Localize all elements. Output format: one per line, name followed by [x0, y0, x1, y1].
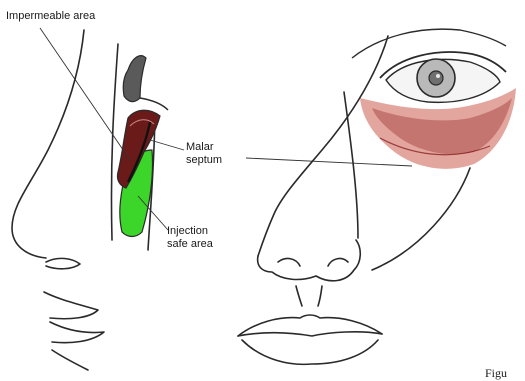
malar-leader-line-left	[150, 140, 184, 150]
frontal-pupil	[429, 71, 443, 85]
frontal-lower-lip	[242, 340, 378, 364]
frontal-cheek-line	[372, 168, 470, 270]
profile-lower-lip	[50, 322, 104, 343]
profile-lash-line	[140, 98, 168, 110]
profile-eyelid	[123, 56, 146, 102]
profile-eye	[123, 56, 168, 110]
injection-safe-area-label: Injection safe area	[167, 225, 213, 251]
profile-nose-outline	[12, 30, 84, 258]
frontal-pupil-highlight	[436, 74, 440, 78]
frontal-nose-bridge-right	[344, 92, 358, 238]
frontal-nose-bridge-left	[258, 36, 388, 256]
frontal-nostril-left	[278, 259, 300, 266]
malar-leader-line-right	[246, 158, 412, 166]
profile-chin	[52, 350, 88, 370]
frontal-eye	[352, 29, 506, 102]
malar-septum-label-line2: septum	[186, 154, 222, 167]
frontal-nostril-right	[328, 259, 348, 266]
frontal-philtrum	[296, 286, 322, 306]
malar-septum-label: Malar septum	[186, 141, 222, 167]
profile-cheek-line	[111, 44, 118, 240]
impermeable-area-label: Impermeable area	[6, 10, 95, 23]
profile-nostril	[46, 258, 80, 268]
injection-label-line1: Injection	[167, 225, 213, 238]
frontal-lip-line	[238, 332, 382, 336]
figure-caption: Figu	[485, 366, 507, 381]
profile-upper-lip	[44, 292, 98, 319]
injection-label-line2: safe area	[167, 238, 213, 251]
malar-septum-label-line1: Malar	[186, 141, 222, 154]
